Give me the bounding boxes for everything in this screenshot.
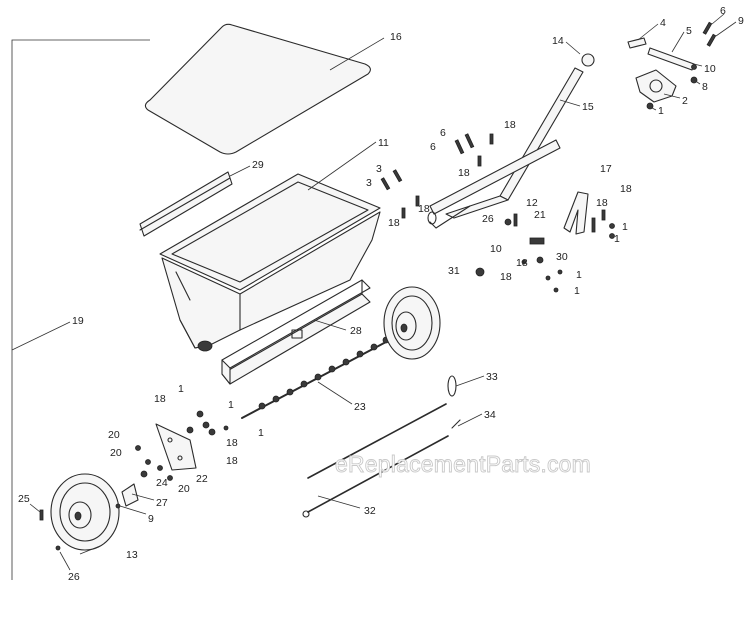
part-34-clip [451, 419, 461, 429]
callout-18h: 18 [500, 271, 512, 283]
callout-28: 28 [350, 325, 362, 337]
callout-34: 34 [484, 409, 496, 421]
callout-18d: 18 [458, 167, 470, 179]
callout-3b: 3 [366, 177, 372, 189]
callout-5: 5 [686, 25, 692, 37]
callout-6b: 6 [440, 127, 446, 139]
callout-27: 27 [156, 497, 168, 509]
callout-11: 11 [378, 137, 389, 149]
callout-1d: 1 [576, 269, 582, 281]
callout-16: 16 [390, 31, 402, 43]
callout-1f: 1 [178, 383, 184, 395]
callout-1g: 1 [228, 399, 234, 411]
callout-23: 23 [354, 401, 366, 413]
upper-hardware [380, 21, 717, 293]
part-22-plate [155, 423, 197, 471]
callout-6: 6 [720, 5, 726, 17]
lower-left-hardware [39, 410, 229, 551]
leader-lines [11, 13, 737, 571]
part-13-left-wheel [50, 473, 120, 551]
callout-1b: 1 [622, 221, 628, 233]
callout-22: 22 [196, 473, 208, 485]
callout-1c: 1 [614, 233, 620, 245]
callout-18g: 18 [516, 257, 528, 269]
callout-21: 21 [534, 209, 546, 221]
callout-18: 18 [418, 203, 430, 215]
callout-20a: 20 [108, 429, 120, 441]
callout-20c: 20 [178, 483, 190, 495]
part-11-hopper [159, 173, 381, 352]
callout-15: 15 [582, 101, 594, 113]
callout-13: 13 [126, 549, 138, 561]
callout-19: 19 [72, 315, 84, 327]
callout-26b: 26 [68, 571, 80, 583]
callout-32: 32 [364, 505, 376, 517]
callout-9: 9 [738, 15, 744, 27]
callout-18j: 18 [226, 437, 238, 449]
part-15-handle [427, 67, 584, 229]
callout-26: 26 [482, 213, 494, 225]
callout-2: 2 [682, 95, 688, 107]
callout-9b: 9 [148, 513, 154, 525]
part-2-control-bracket [635, 69, 677, 110]
right-wheel [383, 286, 441, 360]
part-16-hopper-cover [144, 23, 371, 155]
frame-bracket [11, 39, 150, 580]
callout-3: 3 [376, 163, 382, 175]
part-29-strip [139, 171, 233, 237]
callout-17: 17 [600, 163, 612, 175]
callout-10b: 10 [490, 243, 502, 255]
callout-18i: 18 [154, 393, 166, 405]
parts-4-5-rods [627, 37, 697, 71]
callout-24: 24 [156, 477, 168, 489]
callout-1: 1 [658, 105, 664, 117]
callout-33: 33 [486, 371, 498, 383]
callout-18e: 18 [620, 183, 632, 195]
callout-1h: 1 [258, 427, 264, 439]
callout-31: 31 [448, 265, 460, 277]
callout-30: 30 [556, 251, 568, 263]
callout-12: 12 [526, 197, 538, 209]
part-23-agitator [241, 331, 406, 419]
callout-labels: 16 14 4 5 6 9 10 8 2 1 15 11 29 3 3 18 1… [18, 5, 744, 583]
callout-25: 25 [18, 493, 30, 505]
callout-4: 4 [660, 17, 666, 29]
callout-18b: 18 [388, 217, 400, 229]
callout-6c: 6 [430, 141, 436, 153]
callout-1e: 1 [574, 285, 580, 297]
callout-18k: 18 [226, 455, 238, 467]
callout-18f: 18 [596, 197, 608, 209]
part-27-bracket [121, 483, 139, 507]
callout-20b: 20 [110, 447, 122, 459]
callout-29: 29 [252, 159, 264, 171]
callout-8: 8 [702, 81, 708, 93]
part-17-bracket [563, 191, 589, 235]
watermark-text: eReplacementParts.com [335, 451, 591, 477]
callout-18c: 18 [504, 119, 516, 131]
part-14-knob [581, 53, 595, 67]
callout-14: 14 [552, 35, 564, 47]
part-32-rod [302, 435, 449, 518]
callout-10: 10 [704, 63, 716, 75]
